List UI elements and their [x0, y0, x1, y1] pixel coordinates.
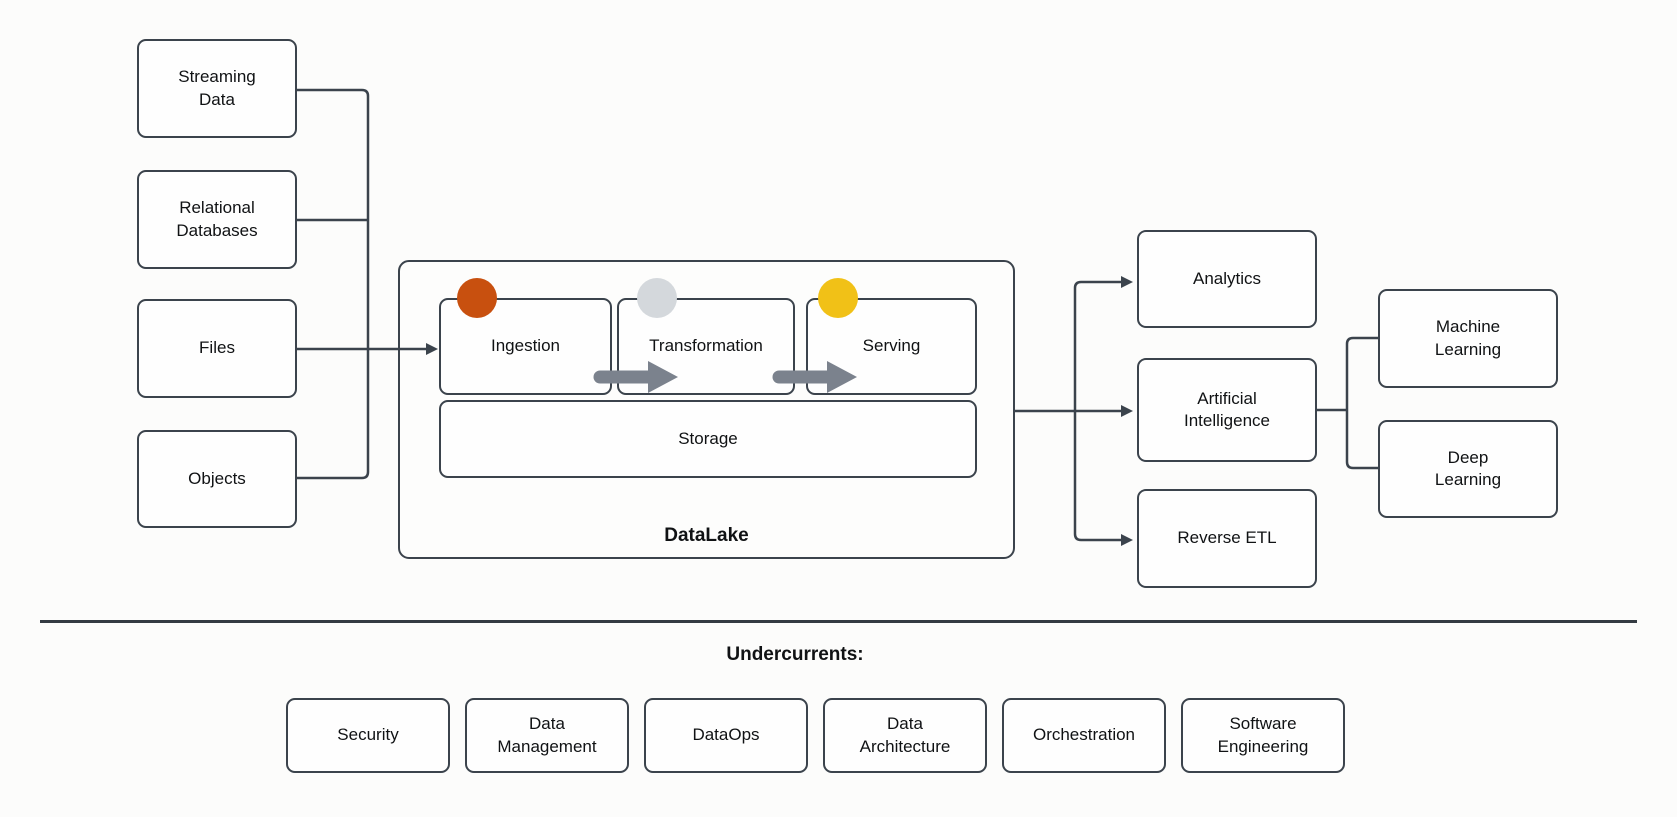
source-box-files: Files [137, 299, 297, 398]
source-label: Files [199, 338, 235, 358]
undercurrent-label: Data Management [497, 714, 597, 756]
output-label: Artificial Intelligence [1183, 388, 1270, 430]
arrowhead-into-analytics-icon [1121, 276, 1133, 288]
stage-label: Serving [862, 336, 921, 356]
undercurrent-label: Software Engineering [1217, 714, 1309, 756]
output-label: Analytics [1192, 268, 1262, 288]
output-box-reverse-etl: Reverse ETL [1137, 489, 1317, 588]
output-box-analytics: Analytics [1137, 230, 1317, 328]
connector-objects-to-trunk [297, 349, 370, 480]
connector-ai-to-ml-dl [1345, 336, 1378, 470]
child-box-machine-learning: Machine Learning [1378, 289, 1558, 388]
source-label: Streaming Data [178, 67, 256, 109]
connector-branch-to-reverse-etl [1073, 411, 1122, 542]
undercurrents-title: Undercurrents: [726, 644, 864, 665]
storage-label: Storage [678, 428, 738, 448]
undercurrent-label: DataOps [692, 725, 760, 745]
ingestion-dot-icon [457, 278, 497, 318]
undercurrent-box-software-engineering: Software Engineering [1181, 698, 1345, 773]
undercurrent-box-security: Security [286, 698, 450, 773]
connector-streaming-to-trunk [297, 88, 370, 349]
source-label: Objects [188, 468, 246, 488]
undercurrent-box-orchestration: Orchestration [1002, 698, 1166, 773]
source-box-objects: Objects [137, 430, 297, 528]
source-label: Relational Databases [176, 198, 258, 240]
child-label: Machine Learning [1434, 317, 1502, 359]
storage-box: Storage [439, 400, 977, 478]
output-label: Reverse ETL [1177, 528, 1277, 548]
stage-label: Ingestion [491, 336, 560, 356]
child-box-deep-learning: Deep Learning [1378, 420, 1558, 518]
undercurrent-box-dataops: DataOps [644, 698, 808, 773]
child-label: Deep Learning [1434, 447, 1502, 489]
arrowhead-into-reverse-etl-icon [1121, 534, 1133, 546]
section-divider [40, 620, 1637, 623]
undercurrent-label: Orchestration [1032, 725, 1136, 745]
connector-branch-to-analytics [1073, 280, 1122, 411]
output-box-artificial-intelligence: Artificial Intelligence [1137, 358, 1317, 462]
arrowhead-into-ai-icon [1121, 405, 1133, 417]
undercurrent-box-data-architecture: Data Architecture [823, 698, 987, 773]
serving-dot-icon [818, 278, 858, 318]
stage-label: Transformation [649, 336, 763, 356]
source-box-relational-databases: Relational Databases [137, 170, 297, 269]
undercurrent-box-data-management: Data Management [465, 698, 629, 773]
undercurrent-label: Data Architecture [859, 714, 951, 756]
source-box-streaming-data: Streaming Data [137, 39, 297, 138]
undercurrent-label: Security [337, 725, 399, 745]
datalake-label: DataLake [664, 524, 749, 546]
transformation-dot-icon [637, 278, 677, 318]
